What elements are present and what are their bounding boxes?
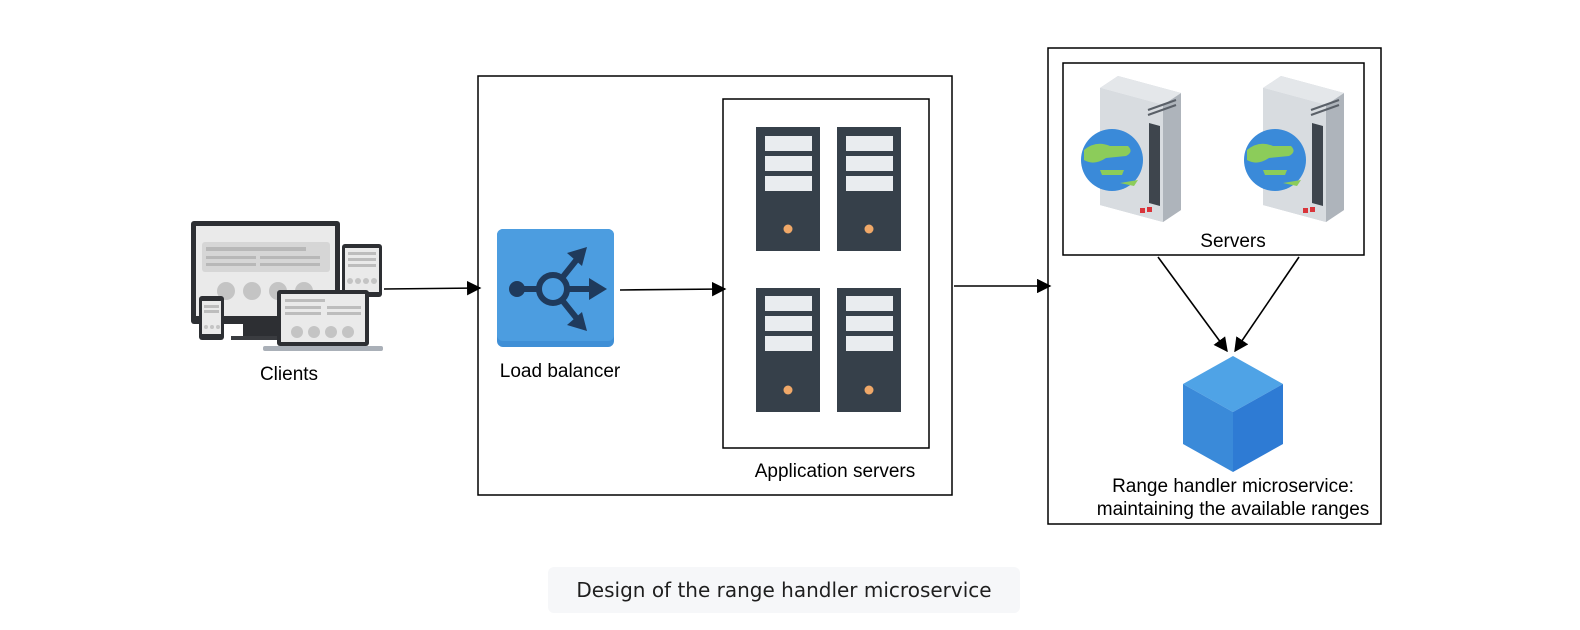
server-tower-icon xyxy=(837,288,901,412)
servers-label: Servers xyxy=(1200,231,1266,252)
range-handler-label-line1: Range handler microservice: xyxy=(1112,476,1354,497)
server-tower-icon xyxy=(756,127,820,251)
multi-device-icon xyxy=(191,221,383,351)
cube-icon xyxy=(1183,356,1283,472)
figure-caption: Design of the range handler microservice xyxy=(576,578,992,602)
range-handler-label-line2: maintaining the available ranges xyxy=(1096,499,1370,520)
load-balancer-icon xyxy=(497,229,614,347)
servers-box xyxy=(1062,62,1365,256)
server-tower-icon xyxy=(756,288,820,412)
edge-servers-to-cube-left xyxy=(1157,256,1228,353)
edge-servers-to-cube-right xyxy=(1234,256,1300,353)
server-tower-icon xyxy=(837,127,901,251)
edge-load-balancer-to-app-servers xyxy=(619,281,727,297)
caption-box: Design of the range handler microservice xyxy=(548,567,1020,613)
web-server-globe-icon xyxy=(1244,76,1344,222)
clients-label: Clients xyxy=(259,364,319,385)
edge-clients-to-load-balancer xyxy=(383,280,482,296)
web-server-globe-icon xyxy=(1081,76,1181,222)
application-servers-label: Application servers xyxy=(754,461,916,482)
load-balancer-label: Load balancer xyxy=(499,361,621,382)
app-servers-box xyxy=(722,98,930,449)
